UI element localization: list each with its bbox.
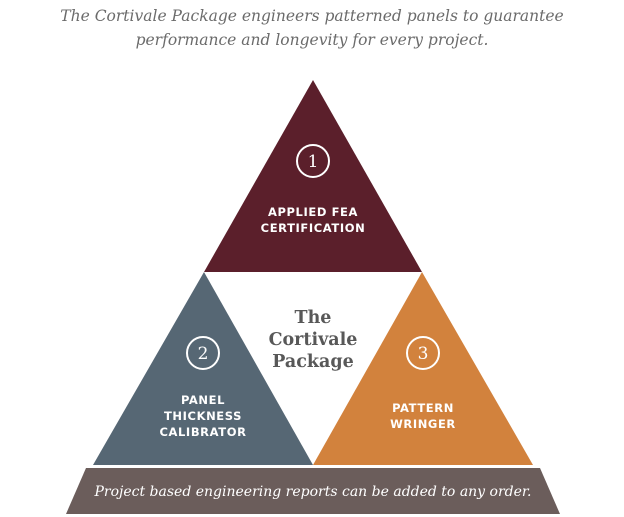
footer-text: Project based engineering reports can be…	[93, 484, 531, 500]
number-1-circle	[296, 144, 330, 178]
number-2-circle	[186, 336, 220, 370]
triangle-1-label-line-2: CERTIFICATION	[261, 221, 366, 235]
number-2: 2	[198, 344, 209, 364]
triangle-2-label-line-1: PANEL	[181, 393, 225, 407]
triangle-3-label-line-2: WRINGER	[390, 417, 456, 431]
footer-band: Project based engineering reports can be…	[66, 468, 560, 514]
triangle-1: 1 APPLIED FEA CERTIFICATION	[204, 80, 422, 272]
center-title: The Cortivale Package	[269, 308, 358, 372]
center-title-line-2: Cortivale	[269, 330, 358, 350]
caption: The Cortivale Package engineers patterne…	[0, 4, 624, 52]
triangle-2-label-line-2: THICKNESS	[164, 409, 242, 423]
number-3-circle	[406, 336, 440, 370]
footer-band-shape	[66, 468, 560, 514]
caption-line-2: performance and longevity for every proj…	[135, 31, 489, 49]
triangle-3: 3 PATTERN WRINGER	[313, 272, 533, 465]
caption-line-1: The Cortivale Package engineers patterne…	[60, 7, 564, 25]
center-title-line-1: The	[295, 308, 332, 328]
triangle-3-label-line-1: PATTERN	[392, 401, 454, 415]
triangle-1-label-line-1: APPLIED FEA	[268, 205, 358, 219]
triangle-2-label-line-3: CALIBRATOR	[159, 425, 246, 439]
number-3: 3	[418, 344, 429, 364]
number-1: 1	[308, 152, 319, 172]
center-title-line-3: Package	[272, 352, 354, 372]
triangle-2: 2 PANEL THICKNESS CALIBRATOR	[93, 272, 313, 465]
